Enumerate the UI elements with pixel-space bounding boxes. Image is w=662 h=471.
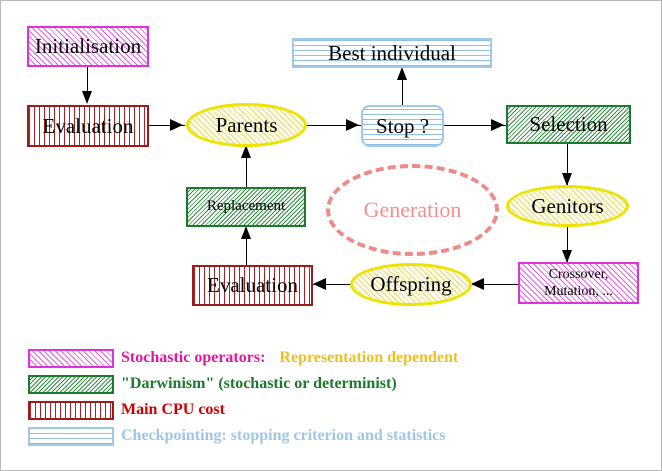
legend-label-darwinism: "Darwinism" (stochastic or determinist)	[121, 375, 397, 392]
node-selection[interactable]: Selection	[506, 105, 631, 144]
node-genitors[interactable]: Genitors	[506, 185, 629, 227]
node-replacement[interactable]: Replacement	[186, 187, 306, 227]
arrowhead-offspring-to-evaluation	[313, 278, 326, 290]
legend-row-darwinism: "Darwinism" (stochastic or determinist)	[121, 375, 397, 393]
legend-label-main-cpu-cost: Main CPU cost	[121, 401, 225, 418]
arrowhead-genitors-to-variation	[562, 250, 572, 263]
node-evaluation-top-label: Evaluation	[42, 113, 134, 138]
node-best-individual-label: Best individual	[328, 40, 456, 65]
node-evaluation-bottom[interactable]: Evaluation	[192, 265, 313, 306]
node-variation[interactable]: Crossover, Mutation, ...	[518, 262, 639, 304]
arrowhead-evaluation-to-parents	[170, 119, 183, 131]
connector-parents-to-stop	[306, 125, 363, 126]
node-parents[interactable]: Parents	[186, 103, 307, 147]
legend-swatch-main-cpu-cost	[28, 401, 114, 420]
node-offspring-label: Offspring	[370, 272, 452, 297]
node-variation-label: Crossover, Mutation, ...	[544, 266, 613, 300]
node-genitors-label: Genitors	[531, 193, 604, 218]
arrowhead-parents-to-stop	[346, 119, 359, 131]
connector-evaluation-to-parents	[149, 125, 185, 126]
legend-swatch-darwinism	[28, 375, 114, 394]
node-stop-label: Stop ?	[375, 113, 430, 138]
legend-swatch-checkpointing	[28, 427, 114, 446]
connector-initialisation-to-evaluation	[87, 67, 88, 94]
node-selection-label: Selection	[529, 112, 608, 137]
connector-offspring-to-evaluation	[313, 284, 351, 285]
legend-label-stochastic-operators: Stochastic operators:	[121, 349, 266, 366]
connector-selection-to-genitors	[567, 143, 568, 185]
arrowhead-variation-to-offspring	[471, 278, 484, 290]
legend-row-stochastic-operators: Stochastic operators: Representation depe…	[121, 349, 458, 367]
node-generation-cycle: Generation	[326, 164, 499, 256]
node-replacement-label: Replacement	[206, 198, 286, 215]
arrowhead-stop-to-selection	[491, 119, 504, 131]
legend-label-checkpointing: Checkpointing: stopping criterion and st…	[121, 427, 446, 444]
node-initialisation-label: Initialisation	[34, 34, 142, 59]
node-initialisation[interactable]: Initialisation	[27, 26, 149, 67]
legend-swatch-stochastic-operators	[28, 349, 114, 368]
connector-stop-to-best-individual	[402, 69, 403, 107]
connector-evaluation-to-replacement	[246, 228, 247, 267]
arrowhead-evaluation-to-replacement	[241, 226, 251, 239]
connector-stop-to-selection	[444, 125, 508, 126]
node-stop[interactable]: Stop ?	[361, 105, 444, 147]
legend-row-checkpointing: Checkpointing: stopping criterion and st…	[121, 427, 445, 445]
node-parents-label: Parents	[215, 112, 278, 137]
node-evaluation-top[interactable]: Evaluation	[27, 105, 149, 147]
arrowhead-replacement-to-parents	[241, 145, 251, 158]
connector-replacement-to-parents	[246, 147, 247, 187]
node-evaluation-bottom-label: Evaluation	[207, 273, 298, 298]
connector-variation-to-offspring	[471, 284, 519, 285]
connector-genitors-to-variation	[567, 226, 568, 262]
node-best-individual[interactable]: Best individual	[292, 38, 492, 68]
node-offspring[interactable]: Offspring	[350, 263, 472, 306]
legend-row-main-cpu-cost: Main CPU cost	[121, 401, 225, 419]
arrowhead-stop-to-best-individual	[397, 67, 407, 80]
legend-label-representation-dependent: Representation dependent	[279, 349, 459, 366]
node-generation-label: Generation	[363, 197, 462, 223]
arrowhead-selection-to-genitors	[562, 173, 572, 186]
arrowhead-initialisation-to-evaluation	[82, 91, 92, 104]
